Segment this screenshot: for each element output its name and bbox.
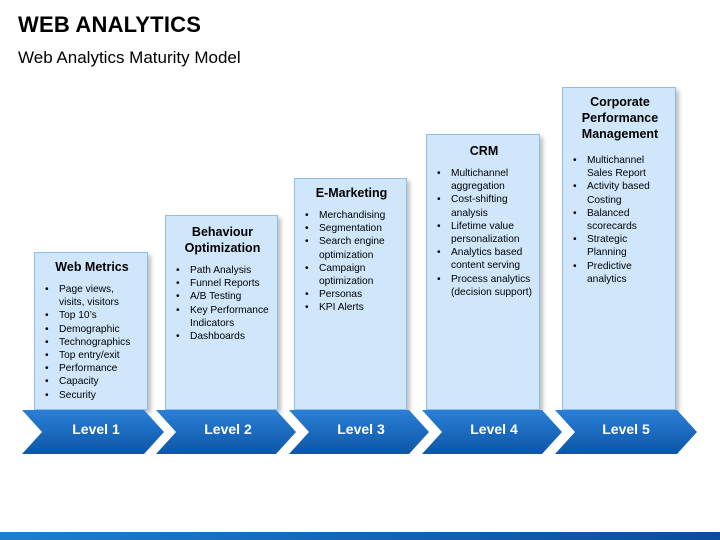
level-2-label: Level 2 xyxy=(204,421,252,437)
list-item: A/B Testing xyxy=(176,290,271,303)
list-item: Multichannel Sales Report xyxy=(573,154,669,180)
list-item: Page views, visits, visitors xyxy=(45,283,141,309)
list-item: Key Performance Indicators xyxy=(176,304,271,330)
level-1-heading: Web Metrics xyxy=(55,260,129,274)
list-item: Technographics xyxy=(45,336,141,349)
list-item: Search engine optimization xyxy=(305,235,400,261)
level-5-list: Multichannel Sales Report Activity based… xyxy=(571,154,669,286)
level-3-heading: E-Marketing xyxy=(315,186,388,200)
level-4-heading: CRM xyxy=(469,144,499,158)
level-2-arrow xyxy=(156,410,296,454)
list-item: Demographic xyxy=(45,323,141,336)
list-item: Campaign optimization xyxy=(305,262,400,288)
list-item: Analytics based content serving xyxy=(437,246,533,272)
list-item: Cost-shifting analysis xyxy=(437,193,533,219)
list-item: Path Analysis xyxy=(176,264,271,277)
list-item: Process analytics (decision support) xyxy=(437,273,533,299)
level-2-list: Path Analysis Funnel Reports A/B Testing… xyxy=(174,264,271,343)
level-3-list: Merchandising Segmentation Search engine… xyxy=(303,209,400,315)
list-item: Multichannel aggregation xyxy=(437,167,533,193)
level-5-label: Level 5 xyxy=(602,421,650,437)
level-5-arrow xyxy=(555,410,697,454)
level-2-card: Behaviour Optimization Path Analysis Fun… xyxy=(165,215,278,410)
level-3-label: Level 3 xyxy=(337,421,385,437)
list-item: Activity based Costing xyxy=(573,180,669,206)
level-1-list: Page views, visits, visitors Top 10’s De… xyxy=(43,283,141,402)
level-1-arrow xyxy=(22,410,164,454)
list-item: Predictive analytics xyxy=(573,260,669,286)
level-3-card: E-Marketing Merchandising Segmentation S… xyxy=(294,178,407,410)
list-item: Performance xyxy=(45,362,141,375)
level-1-label: Level 1 xyxy=(72,421,120,437)
page-subtitle: Web Analytics Maturity Model xyxy=(18,48,241,67)
level-5-heading: Corporate Performance Management xyxy=(581,95,659,141)
list-item: Merchandising xyxy=(305,209,400,222)
list-item: Lifetime value personalization xyxy=(437,220,533,246)
list-item: Top entry/exit xyxy=(45,349,141,362)
level-2-heading: Behaviour Optimization xyxy=(184,225,261,255)
list-item: KPI Alerts xyxy=(305,301,400,314)
list-item: Segmentation xyxy=(305,222,400,235)
list-item: Personas xyxy=(305,288,400,301)
list-item: Security xyxy=(45,389,141,402)
footer-accent-bar xyxy=(0,532,720,540)
list-item: Capacity xyxy=(45,375,141,388)
level-4-arrow xyxy=(422,410,562,454)
level-4-label: Level 4 xyxy=(470,421,518,437)
level-3-arrow xyxy=(289,410,429,454)
list-item: Top 10’s xyxy=(45,309,141,322)
page-title: WEB ANALYTICS xyxy=(18,12,202,37)
list-item: Balanced scorecards xyxy=(573,207,669,233)
level-4-card: CRM Multichannel aggregation Cost-shifti… xyxy=(426,134,540,410)
list-item: Dashboards xyxy=(176,330,271,343)
list-item: Funnel Reports xyxy=(176,277,271,290)
list-item: Strategic Planning xyxy=(573,233,669,259)
level-5-card: Corporate Performance Management Multich… xyxy=(562,87,676,410)
level-1-card: Web Metrics Page views, visits, visitors… xyxy=(34,252,148,410)
level-4-list: Multichannel aggregation Cost-shifting a… xyxy=(435,167,533,299)
